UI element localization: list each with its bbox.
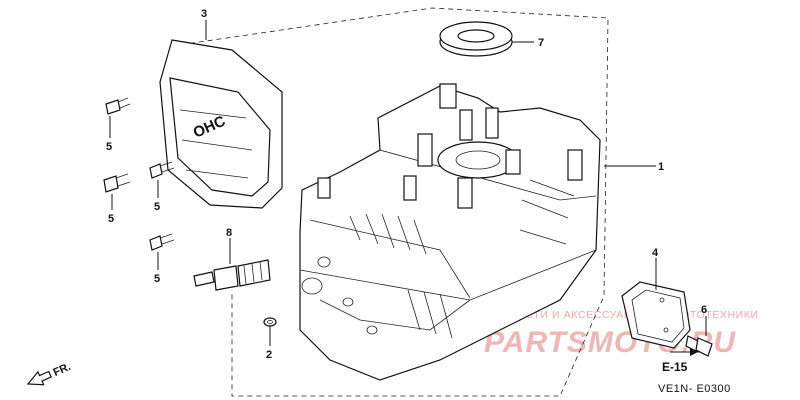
washer — [263, 317, 277, 327]
callout-6: 6 — [701, 304, 707, 316]
callout-7: 7 — [538, 37, 544, 49]
callout-2: 2 — [266, 349, 272, 361]
bolt-5b — [103, 173, 131, 193]
cylinder-block — [299, 83, 601, 381]
bolt-5a — [105, 97, 131, 115]
bolt-5d — [149, 233, 175, 251]
direction-label: FR. — [52, 361, 73, 379]
leader-lines — [109, 20, 707, 356]
callout-3: 3 — [201, 8, 207, 20]
diagram-code: VE1N- E0300 — [658, 383, 731, 395]
head-cover: OHC — [159, 39, 283, 209]
gasket — [621, 281, 691, 349]
callout-5-c: 5 — [154, 201, 160, 213]
callout-1: 1 — [658, 161, 664, 173]
callout-5-d: 5 — [154, 273, 160, 285]
reference-label: E-15 — [662, 360, 688, 374]
callout-5-b: 5 — [108, 213, 114, 225]
callout-5-a: 5 — [106, 141, 112, 153]
spark-plug — [193, 259, 271, 291]
direction-arrow-icon — [26, 370, 52, 386]
assembly-boundary — [171, 7, 609, 397]
callout-8: 8 — [226, 227, 232, 239]
front-direction: FR. — [26, 361, 73, 386]
bolt-5c — [149, 161, 175, 179]
bolt-6 — [685, 335, 713, 357]
watermark-tagline: ЗАПЧАСТИ И АКСЕССУАРЫ ДЛЯ МОТОТЕХНИКИ — [488, 309, 759, 321]
callout-4: 4 — [652, 247, 659, 259]
oil-seal — [439, 21, 513, 57]
